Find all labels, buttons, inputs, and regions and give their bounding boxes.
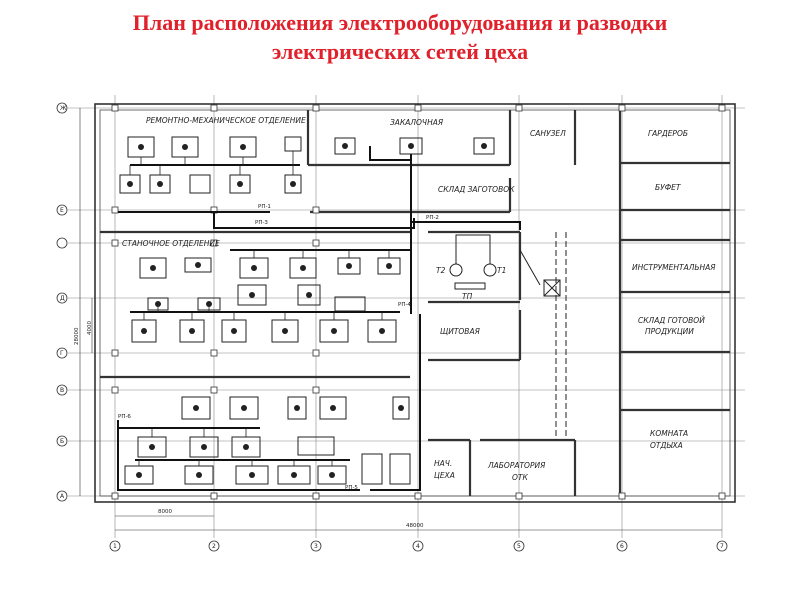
room-label-finished-storage-1: СКЛАД ГОТОВОЙ	[638, 316, 705, 325]
axis-col-2: 2	[212, 543, 216, 550]
motor-symbols	[127, 143, 487, 478]
room-label-rest-1: КОМНАТА	[650, 429, 688, 438]
label-rp6: РП-6	[118, 414, 131, 420]
room-label-finished-storage-2: ПРОДУКЦИИ	[645, 327, 694, 336]
dimension-row-span: 4000	[87, 321, 93, 335]
room-label-blank-storage: СКЛАД ЗАГОТОВОК	[438, 185, 515, 194]
room-label-lab-1: ЛАБОРАТОРИЯ	[487, 461, 545, 470]
dashed-cable	[555, 232, 567, 440]
room-label-head-2: ЦЕХА	[434, 471, 455, 480]
dimension-lines	[79, 108, 722, 531]
row-axis-markers	[56, 102, 68, 502]
room-label-repair: РЕМОНТНО-МЕХАНИЧЕСКОЕ ОТДЕЛЕНИЕ	[146, 116, 306, 125]
axis-col-6: 6	[620, 543, 624, 550]
axis-col-4: 4	[416, 543, 420, 550]
equipment-footprints	[119, 136, 495, 485]
room-label-washroom: САНУЗЕЛ	[530, 129, 566, 138]
transformer-substation	[449, 234, 561, 297]
room-label-lab-2: ОТК	[512, 473, 528, 482]
axis-row-b: Б	[60, 438, 64, 445]
axis-row-zh: Ж	[60, 105, 67, 112]
axis-col-7: 7	[720, 543, 724, 550]
label-rp3: РП-3	[255, 220, 268, 226]
label-rp2: РП-2	[426, 215, 439, 221]
axis-row-a: А	[60, 493, 65, 500]
title-line-1: План расположения электрооборудования и …	[132, 10, 668, 35]
label-t2: Т2	[436, 266, 446, 275]
room-labels: РЕМОНТНО-МЕХАНИЧЕСКОЕ ОТДЕЛЕНИЕ ЗАКАЛОЧН…	[122, 116, 716, 482]
dimension-total-height: 28000	[74, 327, 80, 345]
interior-walls	[100, 110, 730, 496]
room-label-machine: СТАНОЧНОЕ ОТДЕЛЕНИЕ	[122, 239, 220, 248]
label-rp1: РП-1	[258, 204, 271, 210]
page-title: План расположения электрооборудования и …	[0, 8, 800, 66]
label-t1: Т1	[497, 266, 506, 275]
row-axis-labels: Ж Е Д Г В Б А	[60, 105, 67, 500]
axis-col-3: 3	[314, 543, 318, 550]
dimension-total-width: 48000	[406, 523, 424, 529]
label-tp: ТП	[462, 292, 473, 301]
room-label-head-1: НАЧ.	[434, 459, 452, 468]
axis-row-e: Е	[60, 207, 64, 214]
room-label-buffet: БУФЕТ	[655, 183, 682, 192]
label-rp4: РП-4	[398, 302, 411, 308]
room-label-wardrobe: ГАРДЕРОБ	[648, 129, 688, 138]
building-columns	[111, 104, 726, 500]
room-label-switchroom: ЩИТОВАЯ	[440, 327, 480, 336]
axis-row-g: Г	[60, 350, 64, 357]
branch-cables	[129, 151, 390, 466]
room-label-rest-2: ОТДЫХА	[650, 441, 683, 450]
title-line-2: электрических сетей цеха	[271, 39, 529, 64]
column-axis-labels: 1 2 3 4 5 6 7	[113, 543, 724, 550]
room-label-hardening: ЗАКАЛОЧНАЯ	[390, 118, 443, 127]
axis-col-1: 1	[113, 543, 117, 550]
label-rp5: РП-5	[345, 485, 358, 491]
power-cables	[117, 146, 521, 491]
axis-col-5: 5	[517, 543, 521, 550]
room-label-tool: ИНСТРУМЕНТАЛЬНАЯ	[632, 263, 716, 272]
dimension-bay: 8000	[158, 509, 172, 515]
axis-row-d: Д	[60, 295, 65, 302]
equipment-labels: Т2 Т1 ТП РП-1 РП-2 РП-3 РП-4 РП-5 РП-6	[118, 204, 506, 491]
column-axis-markers	[109, 540, 728, 552]
axis-row-v: В	[60, 387, 64, 394]
